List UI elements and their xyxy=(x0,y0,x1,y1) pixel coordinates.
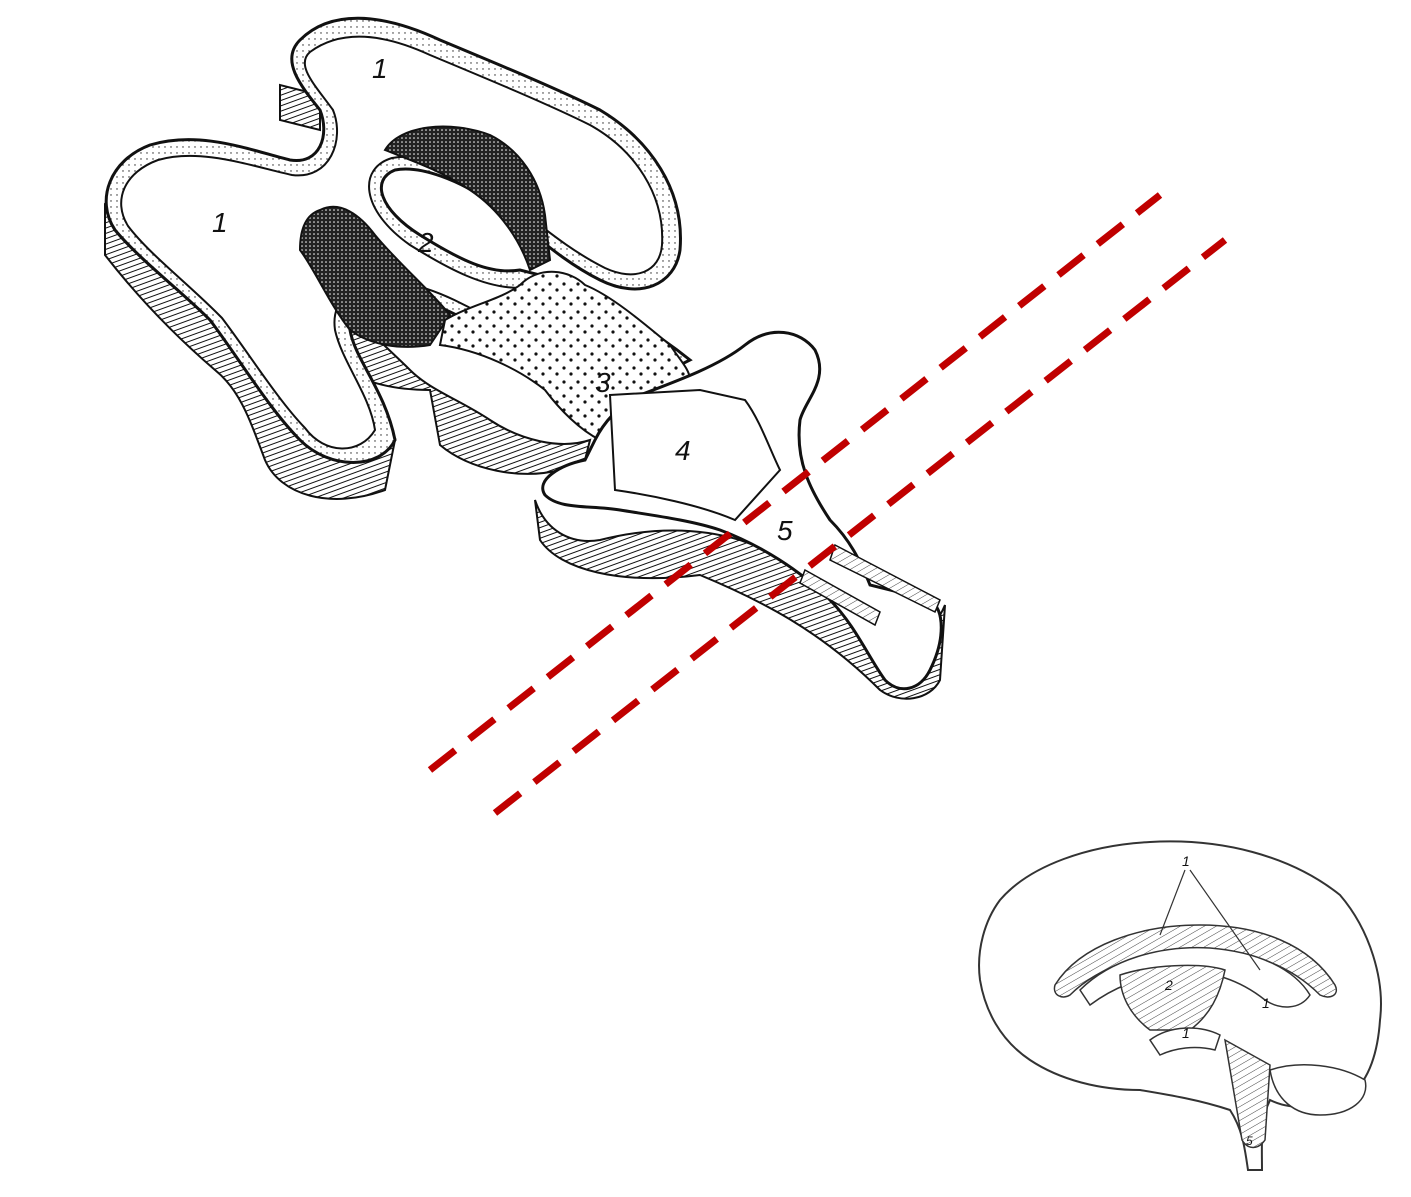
inset-label-2: 2 xyxy=(1164,977,1173,993)
inset-brain-diagram: 1 1 1 2 5 xyxy=(979,841,1381,1170)
label-third-ventricle: 2 xyxy=(417,227,434,258)
inset-label-1-right: 1 xyxy=(1262,995,1270,1011)
inset-label-5: 5 xyxy=(1246,1134,1253,1148)
ventricle-cast: 1 1 2 3 4 5 xyxy=(105,18,945,698)
inset-label-1-left: 1 xyxy=(1182,1025,1190,1041)
label-fourth-ventricle: 4 xyxy=(675,435,691,466)
label-cerebral-aqueduct: 3 xyxy=(595,367,611,398)
label-lateral-ventricle-top: 1 xyxy=(372,53,388,84)
label-lateral-ventricle-left: 1 xyxy=(212,207,228,238)
label-central-canal: 5 xyxy=(777,515,793,546)
inset-label-1-top: 1 xyxy=(1182,853,1190,869)
